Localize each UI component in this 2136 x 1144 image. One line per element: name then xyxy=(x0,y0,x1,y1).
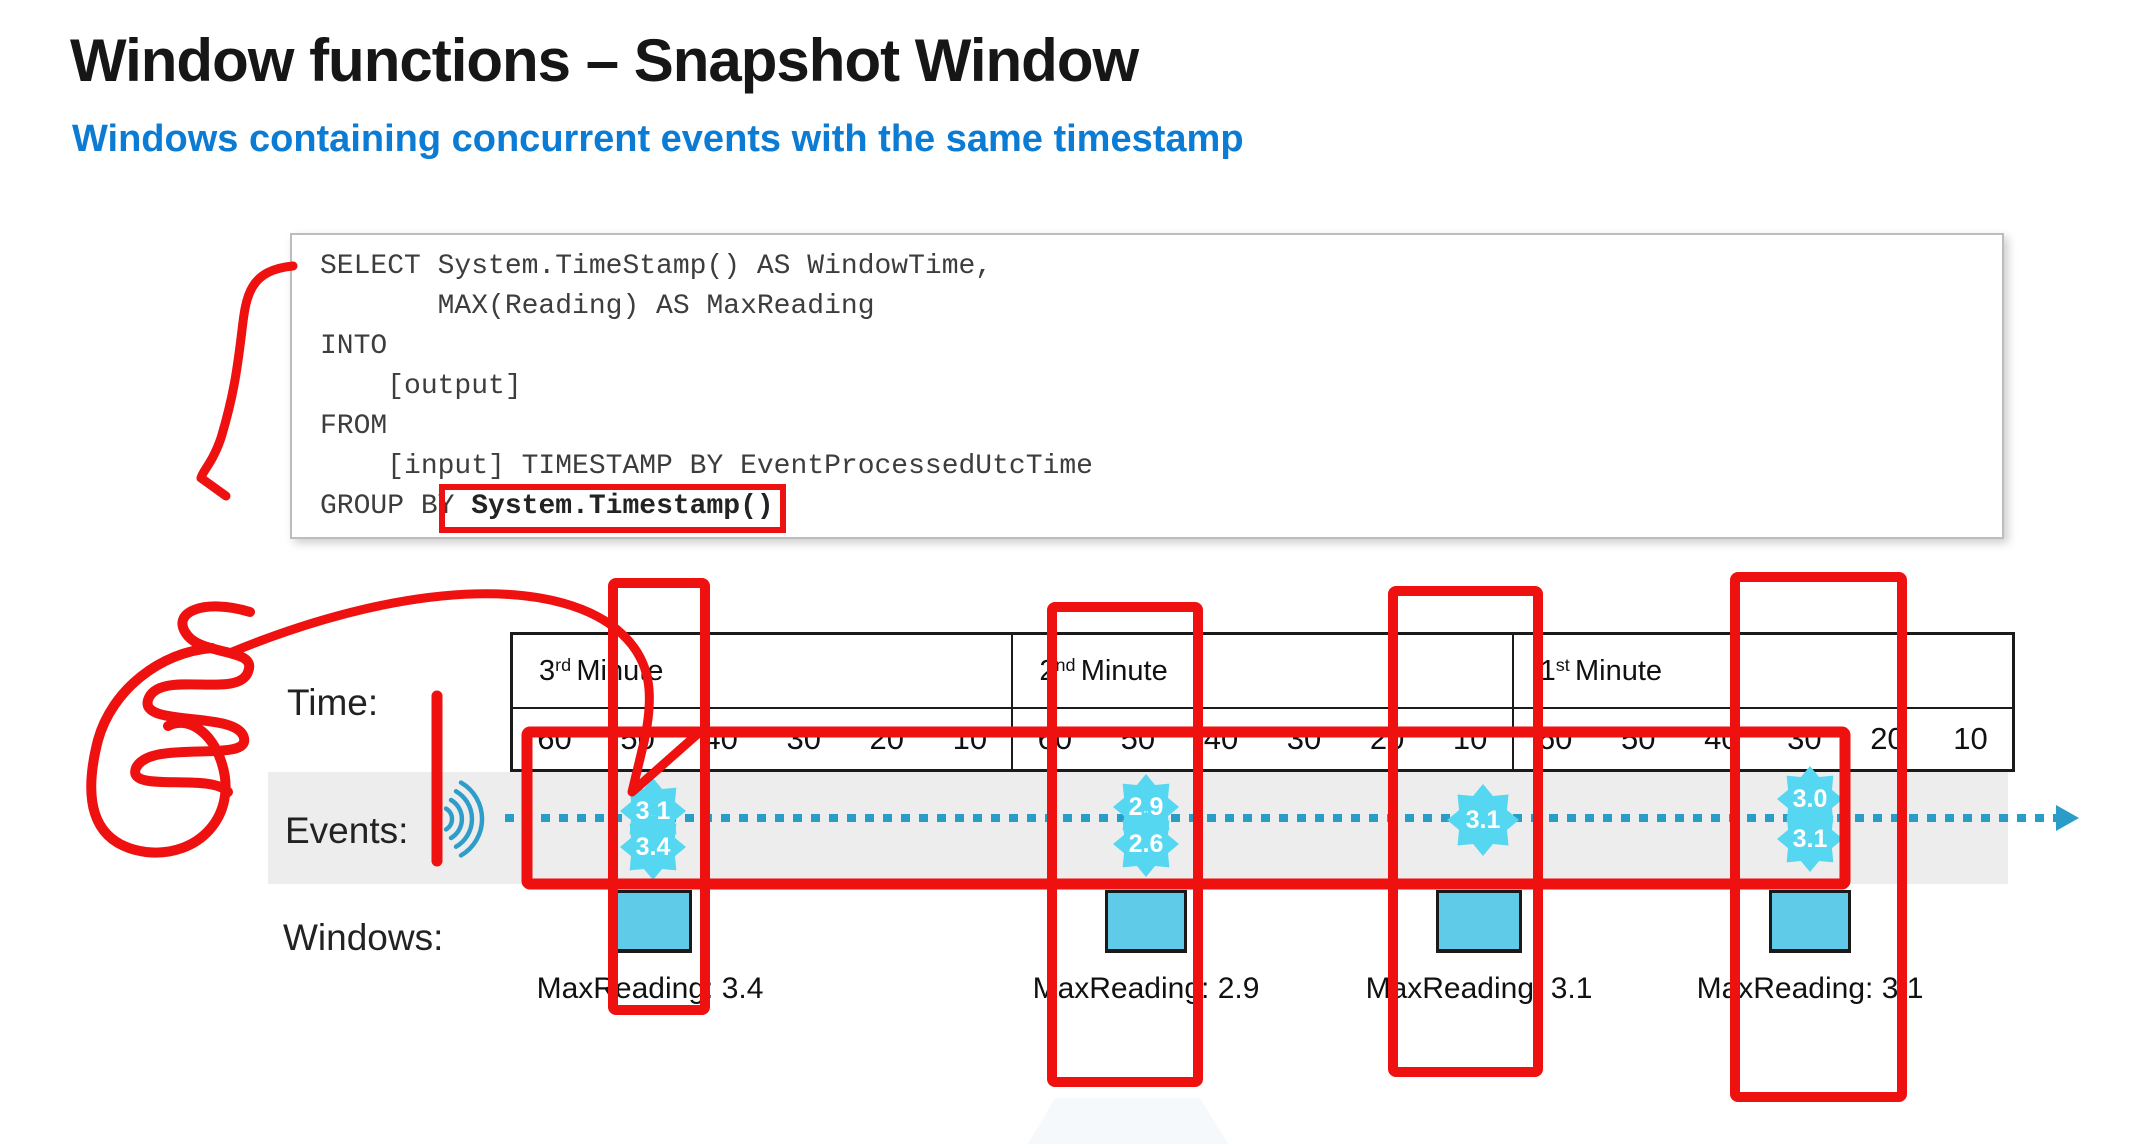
tick-label: 60 xyxy=(537,721,572,756)
tick-label: 50 xyxy=(620,721,655,756)
tick-label: 30 xyxy=(1286,721,1322,756)
max-reading-label: MaxReading: 3.1 xyxy=(1365,972,1593,1005)
annotation-code-bracket xyxy=(196,261,298,501)
minute-ordinal: 2 xyxy=(1039,654,1056,687)
window-square xyxy=(608,890,692,953)
tick-label: 20 xyxy=(869,721,905,756)
minute-word: Minute xyxy=(576,654,664,687)
broadcast-waves-icon xyxy=(443,780,485,858)
tick-label: 30 xyxy=(1787,721,1822,756)
windows-row-label: Windows: xyxy=(283,917,444,958)
tick-label: 10 xyxy=(1953,721,1988,756)
sql-line: [input] TIMESTAMP BY EventProcessedUtcTi… xyxy=(320,451,1093,482)
tick-label: 30 xyxy=(786,721,821,756)
sql-line-group-by: GROUP BY System.Timestamp() xyxy=(320,487,2002,527)
event-value: 2.6 xyxy=(1128,829,1164,858)
window-square xyxy=(1105,890,1187,953)
event-value: 3.4 xyxy=(635,832,671,861)
sql-line: SELECT System.TimeStamp() AS WindowTime, xyxy=(320,251,993,282)
window-square xyxy=(1436,890,1522,953)
sql-line: INTO xyxy=(320,331,388,362)
minute-word: Minute xyxy=(1575,654,1663,687)
tick-row: 60 50 40 30 20 10 xyxy=(1013,709,1511,769)
tick-row: 60 50 40 30 20 10 xyxy=(513,709,1011,769)
sql-code-block: SELECT System.TimeStamp() AS WindowTime,… xyxy=(290,233,2004,539)
window-square xyxy=(1769,890,1851,953)
group-by-prefix: GROUP BY xyxy=(320,491,472,522)
sql-line: MAX(Reading) AS MaxReading xyxy=(320,291,875,322)
event-value: 3.1 xyxy=(1465,805,1501,834)
tick-label: 40 xyxy=(703,721,738,756)
page-subtitle: Windows containing concurrent events wit… xyxy=(72,118,1244,160)
event-stream-arrow-icon xyxy=(2056,805,2079,831)
annotation-scribble xyxy=(130,601,255,797)
event-badge: 3.1 xyxy=(1777,806,1843,872)
tick-label: 20 xyxy=(1369,721,1405,756)
annotation-scribble-loop xyxy=(86,643,231,858)
tick-label: 20 xyxy=(1870,721,1905,756)
event-badge: 2.6 xyxy=(1113,811,1179,877)
max-reading-label: MaxReading: 2.9 xyxy=(1032,972,1260,1005)
events-row-label: Events: xyxy=(285,810,409,851)
event-value: 3.1 xyxy=(1792,824,1828,853)
time-row-label: Time: xyxy=(287,682,379,723)
tick-label: 50 xyxy=(1621,721,1656,756)
group-by-highlighted-expression: System.Timestamp() xyxy=(471,491,774,522)
minute-ordinal: 1 xyxy=(1539,654,1556,687)
tick-label: 60 xyxy=(1537,721,1573,756)
tick-label: 50 xyxy=(1120,721,1156,756)
event-badge: 3.1 xyxy=(1447,784,1519,856)
faint-reflection-shape xyxy=(1028,1098,1228,1144)
minute-ordinal: 3 xyxy=(539,654,556,687)
tick-label: 10 xyxy=(952,721,988,756)
max-reading-label: MaxReading: 3.1 xyxy=(1696,972,1924,1005)
sql-line: [output] xyxy=(320,371,522,402)
tick-label: 10 xyxy=(1452,721,1488,756)
page-title: Window functions – Snapshot Window xyxy=(70,27,1139,94)
tick-label: 40 xyxy=(1704,721,1739,756)
max-reading-label: MaxReading: 3.4 xyxy=(536,972,764,1005)
minute-word: Minute xyxy=(1080,654,1168,687)
tick-label: 40 xyxy=(1203,721,1239,756)
sql-line: FROM xyxy=(320,411,388,442)
tick-row: 60 50 40 30 20 10 xyxy=(1514,709,2012,769)
event-badge: 3.4 xyxy=(620,814,686,880)
tick-label: 60 xyxy=(1037,721,1073,756)
